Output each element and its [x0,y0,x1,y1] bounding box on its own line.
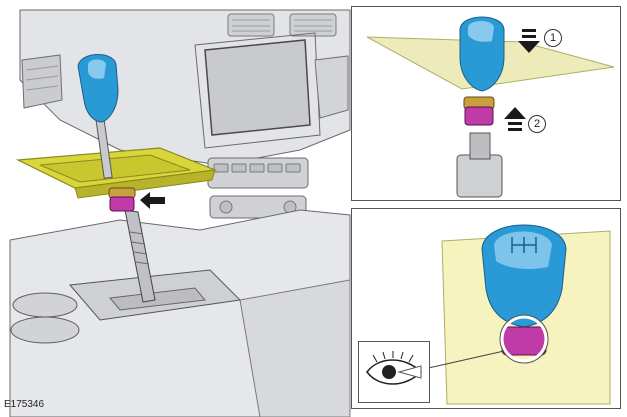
arrow-up-2-icon [504,107,526,131]
callout-1: 1 [544,29,562,47]
eye-view-icon [366,351,423,385]
shift-lever-shaft [124,209,156,303]
vent-slats [232,19,332,32]
air-vent-right [314,55,349,119]
knob-highlight [88,59,106,79]
magnifier-ring [500,315,548,363]
console-side [239,279,351,417]
air-vent-left [21,54,63,109]
detail-panel-removal: 1 2 [351,6,621,201]
callout-2: 2 [528,115,546,133]
screen-bezel [194,32,321,149]
detail-knob-highlight [468,21,494,42]
collar-closeup-drawing [423,224,611,405]
lever-housing-base [456,154,503,198]
arrow-down-1-icon [518,29,540,53]
left-vent-slats [25,65,59,91]
main-console-scene [9,9,351,417]
infotainment-screen [204,39,311,136]
collar-pointer-arrow [140,192,165,209]
figure-id-label: E175346 [4,399,45,410]
detail-collar [464,106,494,126]
detail-panel-collar-view [351,208,621,409]
closeup-collar [501,326,547,356]
eye-view-inset [358,341,430,403]
closeup-knob-highlight [494,231,552,269]
sight-line [423,350,505,370]
removal-detail-drawing [366,16,615,198]
bezel-inner-frame [39,154,191,183]
magnifier-outline [499,314,549,364]
control-buttons [213,163,301,214]
shaft-spring-detail [129,231,150,265]
cup-holder [10,292,80,344]
retaining-collar [109,196,135,212]
lever-housing-top [469,132,491,160]
shift-pattern-icon [511,237,537,253]
shifter-gaiter-base [109,287,206,311]
